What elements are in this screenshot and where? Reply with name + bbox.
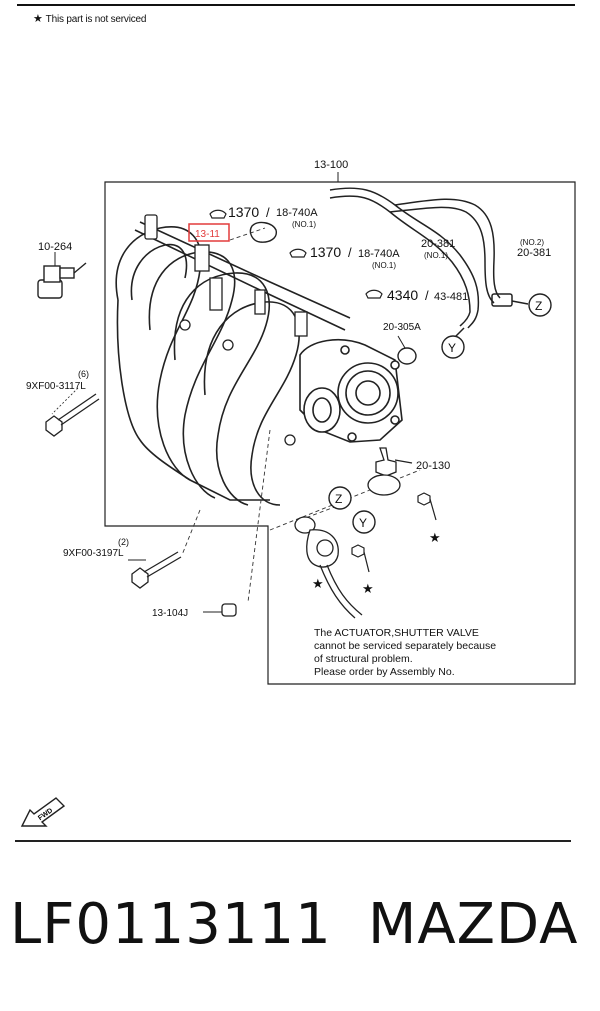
bottom-rule — [15, 840, 571, 842]
label-bolt2-qty: (2) — [118, 537, 129, 547]
label-z-1: Z — [535, 299, 542, 313]
manifold-flange — [144, 214, 308, 446]
throttle-gasket — [397, 347, 417, 365]
label-y-1: Y — [448, 341, 456, 355]
label-18-740a-b: 18-740A — [358, 248, 400, 260]
star-bolts — [351, 492, 437, 573]
gasket-13-11 — [249, 221, 277, 243]
assembly-boundary — [104, 181, 576, 685]
connector-circles — [328, 293, 552, 534]
actuator-note-line-3: of structural problem. — [314, 653, 413, 665]
clamp-icons — [209, 209, 383, 299]
actuator-note-line-4: Please order by Assembly No. — [314, 666, 455, 678]
star-icon: ★ — [33, 13, 43, 25]
label-20-381-no1: 20-381 — [421, 238, 455, 250]
actuator-note-line-1: The ACTUATOR,SHUTTER VALVE — [314, 627, 479, 639]
label-10-264: 10-264 — [38, 241, 72, 253]
label-20-381-no2: 20-381 — [517, 247, 551, 259]
label-slash-b: / — [348, 245, 352, 260]
svg-text:★: ★ — [362, 582, 374, 597]
label-18-740a-a: 18-740A — [276, 207, 318, 219]
label-13-11: 13-11 — [195, 229, 220, 240]
throttle-body — [299, 339, 403, 443]
svg-text:★: ★ — [312, 577, 324, 592]
label-no2: (NO.2) — [520, 238, 544, 247]
label-no1-a: (NO.1) — [292, 220, 316, 229]
label-1370-a: 1370 — [228, 204, 259, 220]
label-bolt1: 9XF00-3117L — [26, 381, 86, 392]
svg-text:★: ★ — [429, 531, 441, 546]
label-20-305a: 20-305A — [383, 322, 421, 333]
label-bolt1-qty: (6) — [78, 369, 89, 379]
highlight-box — [188, 223, 230, 242]
hoses — [329, 187, 529, 341]
top-rule — [17, 4, 575, 6]
label-no1-c: (NO.1) — [424, 251, 448, 260]
actuator-shutter-valve — [294, 516, 363, 619]
label-20-130: 20-130 — [416, 460, 450, 472]
label-4340: 4340 — [387, 287, 418, 303]
label-no1-b: (NO.1) — [372, 261, 396, 270]
not-serviced-note: ★This part is not serviced — [33, 12, 146, 25]
star-icons: ★ ★ ★ — [312, 531, 441, 597]
label-1370-b: 1370 — [310, 244, 341, 260]
brand-name: MAZDA — [368, 892, 579, 957]
cap-13-104j — [221, 603, 237, 617]
label-z-2: Z — [335, 492, 342, 506]
label-43-481: 43-481 — [434, 291, 468, 303]
label-y-2: Y — [359, 516, 367, 530]
note-text: This part is not serviced — [45, 14, 147, 25]
bolt-9xf00-3197l — [131, 551, 182, 589]
label-13-100: 13-100 — [314, 159, 348, 171]
bolt-9xf00-3117l — [45, 393, 100, 437]
label-slash-c: / — [425, 288, 429, 303]
label-13-104j: 13-104J — [152, 608, 188, 619]
sensor-10-264 — [37, 262, 87, 299]
part-number: LF0113111 — [10, 892, 332, 957]
actuator-note-line-2: cannot be serviced separately because — [314, 640, 496, 652]
label-slash-a: / — [266, 205, 270, 220]
fwd-arrow-icon: FWD — [20, 797, 66, 827]
label-bolt2: 9XF00-3197L — [63, 548, 124, 559]
valve-20-130 — [367, 447, 413, 496]
